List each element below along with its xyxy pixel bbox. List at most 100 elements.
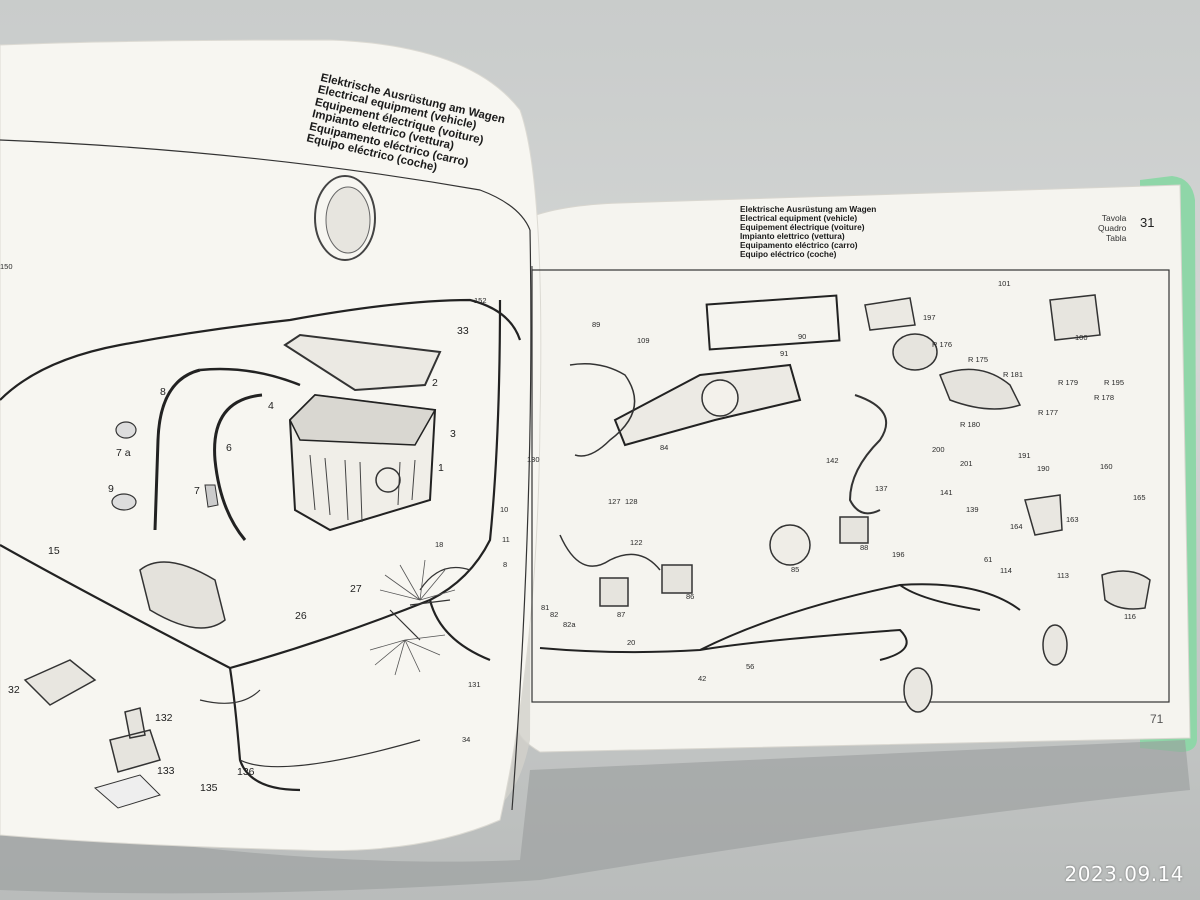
gauge-85	[769, 524, 811, 566]
motor-176	[892, 333, 938, 371]
switch-88	[839, 516, 869, 544]
part-label: 91	[780, 349, 789, 358]
part-label: 88	[860, 543, 869, 552]
connector-bursts	[369, 559, 456, 676]
part-label: 20	[627, 638, 636, 647]
part-label: 42	[698, 674, 707, 683]
part-label: 160	[1100, 462, 1113, 471]
part-label: 11	[502, 535, 510, 544]
relay-197	[864, 297, 916, 331]
part-label: 165	[1133, 493, 1146, 502]
part-label: 89	[592, 320, 601, 329]
part-label: 1	[438, 462, 444, 474]
battery-cable-8	[153, 368, 201, 531]
right-frame	[531, 269, 1170, 703]
part-label: 137	[875, 484, 888, 493]
battery-top	[289, 394, 437, 446]
part-label: 190	[1037, 464, 1050, 473]
part-label: 84	[660, 443, 669, 452]
part-label: 85	[791, 565, 800, 574]
part-label: 141	[940, 488, 953, 497]
part-label: 197	[923, 313, 936, 322]
part-label: 82a	[563, 620, 576, 629]
part-label: 101	[998, 279, 1011, 288]
part-label: 10	[500, 505, 509, 514]
part-label: 15	[48, 545, 60, 557]
book-shadow	[0, 740, 1190, 894]
left-page	[0, 39, 542, 852]
part-label: 109	[637, 336, 650, 345]
photo-timestamp: 2023.09.14	[1064, 862, 1184, 886]
starter-motor-drawing	[139, 561, 226, 629]
lamp-132	[109, 707, 161, 773]
page-number: 71	[1150, 712, 1164, 726]
table-label: Tavola Quadro Tabla	[1098, 213, 1127, 243]
part-label: 56	[746, 662, 755, 671]
part-label: 136	[237, 766, 255, 778]
headlamp-drawing	[314, 175, 376, 261]
part-label: 100	[1075, 333, 1088, 342]
part-label: 8	[160, 386, 166, 398]
part-label: 152	[474, 296, 487, 305]
part-label: 164	[1010, 522, 1023, 531]
part-label: 116	[1124, 612, 1136, 621]
part-label: R 180	[960, 420, 981, 429]
part-label: 139	[966, 505, 979, 514]
part-label: 131	[468, 680, 481, 689]
part-label: 81	[541, 603, 550, 612]
part-label: 86	[686, 592, 695, 601]
fuse-box-32	[23, 659, 97, 706]
part-label: 3	[450, 428, 456, 440]
battery-cable-top	[199, 367, 301, 387]
part-label: 87	[617, 610, 626, 619]
switch-87	[599, 577, 629, 607]
part-label: R 179	[1058, 378, 1079, 387]
part-label: 122	[630, 538, 643, 547]
right-heading-line-en: Electrical equipment (vehicle)	[740, 212, 858, 223]
table-number: 31	[1140, 215, 1155, 230]
part-label: 34	[462, 735, 471, 744]
left-wiring-harness	[0, 298, 522, 792]
mirror-90	[705, 294, 841, 351]
part-label: 33	[457, 325, 469, 337]
right-wiring-harness	[539, 583, 1021, 661]
speedometer-dial	[701, 379, 739, 417]
part-label: 7	[194, 485, 200, 497]
part-label: 4	[268, 400, 274, 412]
right-heading-line-pt: Equipamento eléctrico (carro)	[740, 239, 858, 250]
battery-tray-drawing	[283, 333, 442, 392]
part-label: 201	[960, 459, 973, 468]
part-label: 163	[1066, 515, 1079, 524]
part-label: 130	[527, 455, 540, 464]
part-label: 142	[826, 456, 839, 465]
lamp-lens-right	[1042, 624, 1068, 666]
table-label-es: Tabla	[1106, 232, 1127, 243]
part-label: 27	[350, 583, 362, 595]
part-label: 6	[226, 442, 232, 454]
grommet-9	[111, 493, 137, 511]
battery-cable-6	[213, 393, 263, 541]
part-label: 7 a	[116, 447, 131, 459]
part-label: R 195	[1104, 378, 1125, 387]
headlamp-lens	[325, 186, 371, 254]
part-label: R 181	[1003, 370, 1024, 379]
switch-86	[661, 564, 693, 594]
table-label-it: Tavola	[1101, 213, 1127, 223]
part-label: 200	[932, 445, 945, 454]
part-label: 191	[1018, 451, 1031, 460]
right-heading-line-de: Elektrische Ausrüstung am Wagen	[740, 204, 877, 214]
wiper-motor-175	[939, 368, 1022, 410]
part-label: 2	[432, 377, 438, 389]
lamp-lens-center	[903, 667, 933, 713]
part-label: 82	[550, 610, 559, 619]
grommet-7a	[115, 421, 137, 439]
speedo-cable-137	[848, 394, 888, 515]
part-label: 114	[1000, 566, 1012, 575]
battery-ribs	[309, 454, 416, 523]
right-heading-line-it: Impianto elettrico (vettura)	[740, 230, 845, 241]
clip-7	[204, 484, 219, 508]
part-label: 135	[200, 782, 218, 794]
left-frame-right	[511, 229, 532, 811]
part-label: R 175	[968, 355, 989, 364]
